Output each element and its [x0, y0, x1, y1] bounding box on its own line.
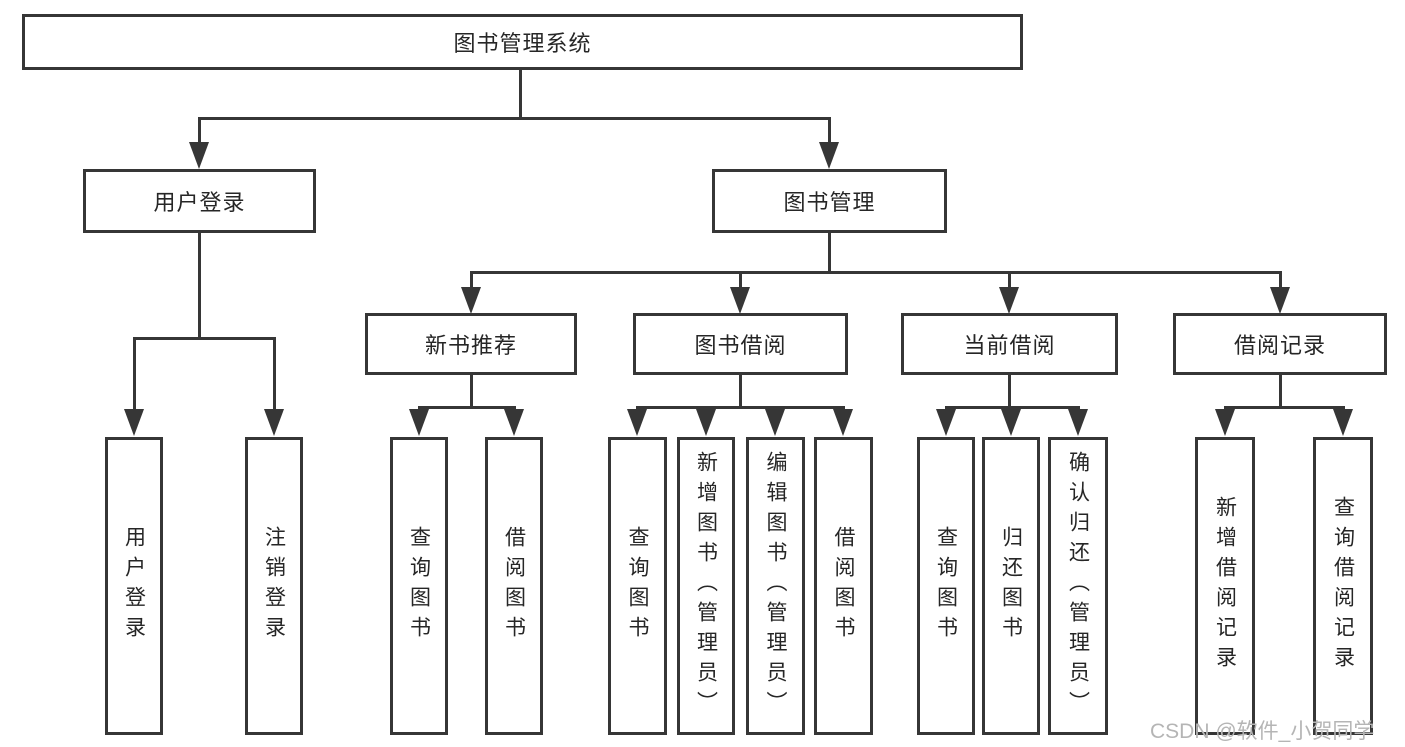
leaf-return-books: 归还图书: [982, 437, 1040, 735]
leaf-confirm-return-admin: 确认归还（管理员）: [1048, 437, 1108, 735]
node-label: 图书管理: [783, 190, 876, 215]
leaf-label: 新增借阅记录: [1213, 496, 1237, 676]
arrowhead-down-icon: [189, 142, 209, 169]
leaf-borrow-books-recommend: 借阅图书: [485, 437, 543, 735]
connector-line: [273, 337, 276, 416]
node-label: 新书推荐: [424, 333, 517, 358]
watermark: CSDN @软件_小贺同学: [1150, 720, 1375, 743]
node-book-management: 图书管理: [712, 169, 947, 233]
leaf-label: 查询借阅记录: [1331, 496, 1355, 676]
node-label: 图书管理系统: [453, 31, 592, 56]
connector-line: [636, 406, 845, 409]
arrowhead-down-icon: [1215, 409, 1235, 436]
arrowhead-down-icon: [1333, 409, 1353, 436]
connector-line: [739, 375, 742, 408]
connector-line: [945, 406, 1080, 409]
leaf-label: 归还图书: [999, 526, 1023, 646]
connector-line: [198, 117, 831, 120]
leaf-user-login: 用户登录: [105, 437, 163, 735]
arrowhead-down-icon: [765, 409, 785, 436]
leaf-borrow-books: 借阅图书: [814, 437, 873, 735]
leaf-add-borrow-record: 新增借阅记录: [1195, 437, 1255, 735]
leaf-label: 用户登录: [122, 526, 146, 646]
arrowhead-down-icon: [730, 287, 750, 314]
leaf-query-books-borrow: 查询图书: [608, 437, 667, 735]
leaf-query-borrow-record: 查询借阅记录: [1313, 437, 1373, 735]
arrowhead-down-icon: [1270, 287, 1290, 314]
connector-line: [519, 69, 522, 118]
connector-line: [1008, 375, 1011, 408]
node-borrowing-records: 借阅记录: [1173, 313, 1387, 375]
arrowhead-down-icon: [504, 409, 524, 436]
arrowhead-down-icon: [627, 409, 647, 436]
connector-line: [133, 337, 276, 340]
connector-line: [828, 232, 831, 273]
connector-line: [1008, 271, 1011, 293]
node-label: 当前借阅: [963, 333, 1056, 358]
arrowhead-down-icon: [1068, 409, 1088, 436]
node-label: 用户登录: [153, 190, 246, 215]
leaf-add-books-admin: 新增图书（管理员）: [677, 437, 735, 735]
connector-line: [1279, 271, 1282, 293]
leaf-query-books-current: 查询图书: [917, 437, 975, 735]
arrowhead-down-icon: [1001, 409, 1021, 436]
connector-line: [828, 117, 831, 148]
connector-line: [198, 232, 201, 339]
node-book-borrowing: 图书借阅: [633, 313, 848, 375]
node-user-login: 用户登录: [83, 169, 316, 233]
node-label: 图书借阅: [694, 333, 787, 358]
connector-line: [470, 271, 1282, 274]
leaf-label: 编辑图书（管理员）: [764, 451, 787, 721]
leaf-label: 注销登录: [262, 526, 286, 646]
leaf-label: 借阅图书: [832, 526, 855, 646]
leaf-query-books-recommend: 查询图书: [390, 437, 448, 735]
arrowhead-down-icon: [936, 409, 956, 436]
arrowhead-down-icon: [264, 409, 284, 436]
connector-line: [1224, 406, 1345, 409]
arrowhead-down-icon: [409, 409, 429, 436]
connector-line: [470, 375, 473, 408]
arrowhead-down-icon: [461, 287, 481, 314]
leaf-label: 查询图书: [407, 526, 431, 646]
leaf-label: 查询图书: [934, 526, 958, 646]
connector-line: [198, 117, 201, 148]
leaf-logout: 注销登录: [245, 437, 303, 735]
node-library-management-system: 图书管理系统: [22, 14, 1023, 70]
connector-line: [739, 271, 742, 293]
connector-line: [133, 337, 136, 416]
arrowhead-down-icon: [833, 409, 853, 436]
leaf-label: 借阅图书: [502, 526, 526, 646]
arrowhead-down-icon: [696, 409, 716, 436]
connector-line: [1279, 375, 1282, 408]
node-label: 借阅记录: [1233, 333, 1326, 358]
connector-line: [418, 406, 516, 409]
leaf-edit-books-admin: 编辑图书（管理员）: [746, 437, 805, 735]
connector-line: [470, 271, 473, 293]
leaf-label: 查询图书: [626, 526, 649, 646]
arrowhead-down-icon: [124, 409, 144, 436]
node-new-book-recommend: 新书推荐: [365, 313, 577, 375]
leaf-label: 新增图书（管理员）: [694, 451, 718, 721]
arrowhead-down-icon: [819, 142, 839, 169]
arrowhead-down-icon: [999, 287, 1019, 314]
node-current-borrowing: 当前借阅: [901, 313, 1118, 375]
leaf-label: 确认归还（管理员）: [1066, 451, 1090, 721]
